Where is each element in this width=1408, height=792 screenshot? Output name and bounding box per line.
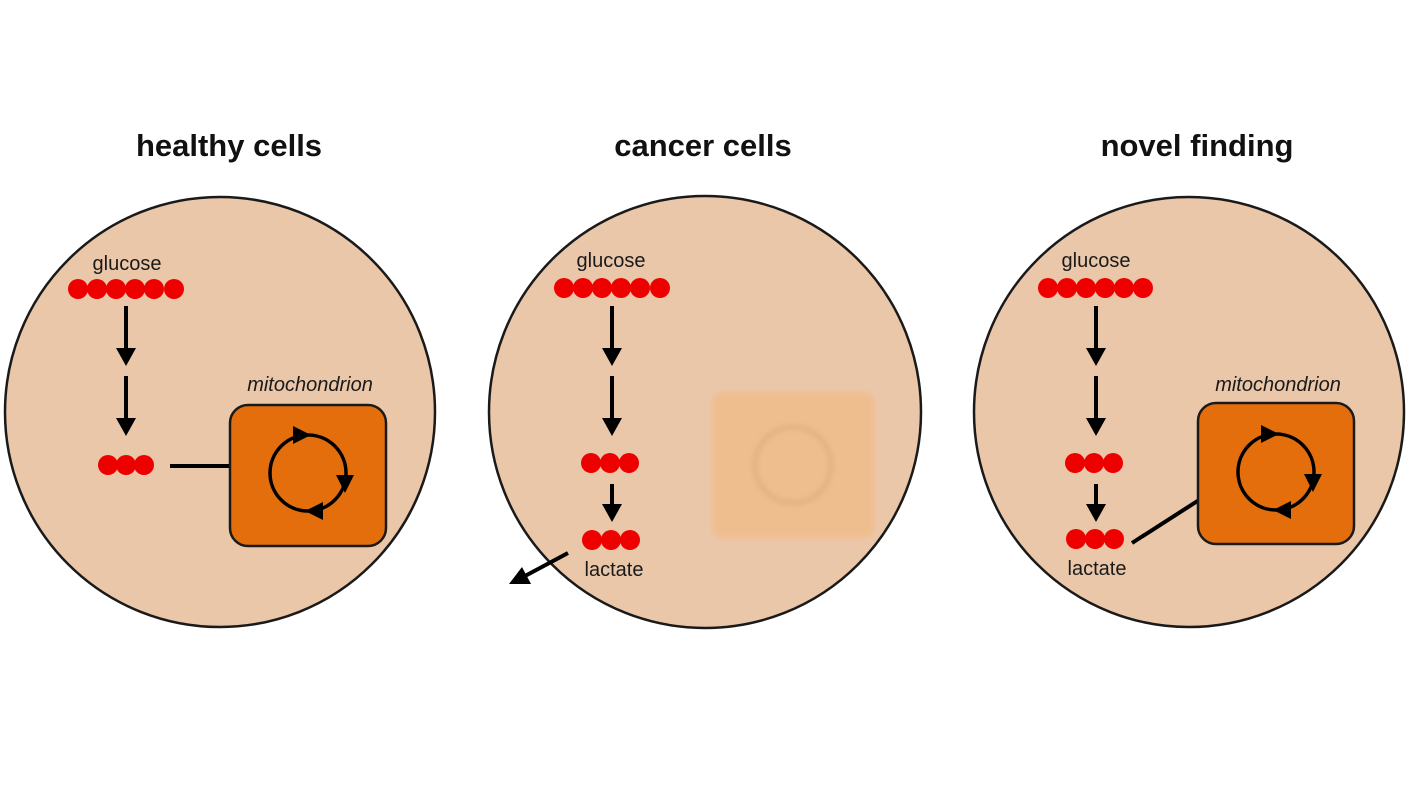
panel-title: novel finding [1101, 128, 1294, 163]
glucose-molecule [68, 279, 184, 299]
mitochondrion [1196, 401, 1356, 546]
lactate-label: lactate [1068, 558, 1127, 580]
glucose-molecule [1038, 278, 1153, 298]
panel-cancer-cells: cancer cells glucose lactate [487, 128, 923, 630]
lactate-label: lactate [585, 559, 644, 581]
glucose-label: glucose [93, 253, 162, 275]
pyruvate-molecule [581, 453, 639, 473]
krebs-cycle-icon [1236, 425, 1322, 519]
krebs-cycle-icon [268, 426, 354, 520]
panel-title: cancer cells [614, 128, 792, 163]
glucose-label: glucose [577, 250, 646, 272]
glucose-label: glucose [1062, 250, 1131, 272]
pyruvate-molecule [1065, 453, 1123, 473]
mitochondrion-label: mitochondrion [247, 374, 373, 396]
glycolysis-arrows [602, 306, 622, 436]
pyruvate-to-lactate-arrow [1086, 484, 1106, 522]
lactate-molecule [1066, 529, 1124, 549]
mitochondrion-label: mitochondrion [1215, 374, 1341, 396]
glucose-molecule [554, 278, 670, 298]
lactate-molecule [582, 530, 640, 550]
panel-novel-finding: novel finding glucose lactate mitochond [972, 128, 1406, 629]
glycolysis-arrows [1086, 306, 1106, 436]
mitochondrion [228, 403, 388, 548]
lactate-export-arrow [509, 551, 569, 584]
panel-title: healthy cells [136, 128, 322, 163]
glycolysis-arrows [116, 306, 136, 436]
panel-healthy-cells: healthy cells glucose mitochondrion [3, 128, 437, 629]
pyruvate-to-lactate-arrow [602, 484, 622, 522]
inactive-mitochondrion [712, 392, 874, 538]
pyruvate-molecule [98, 455, 154, 475]
